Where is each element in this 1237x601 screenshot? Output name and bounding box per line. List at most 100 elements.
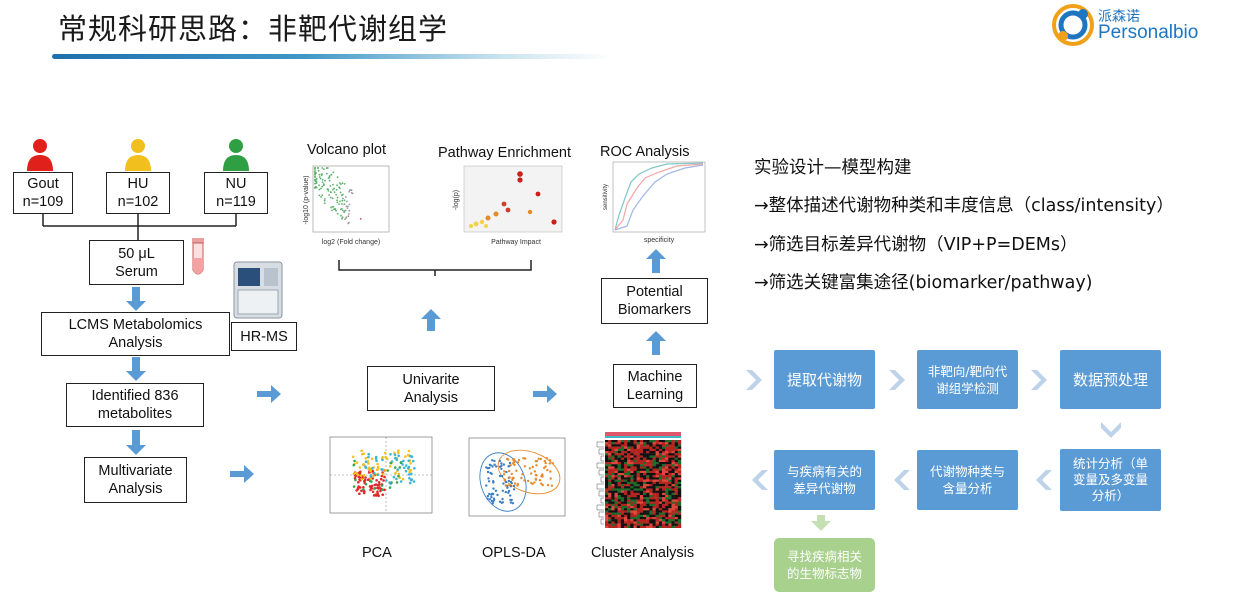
hrms-label: HR-MS bbox=[240, 328, 288, 345]
heatmap-cell bbox=[624, 473, 628, 476]
heatmap-cell bbox=[617, 501, 622, 504]
heatmap-cell bbox=[665, 490, 669, 493]
heatmap-cell bbox=[630, 488, 634, 491]
heatmap-cell bbox=[655, 473, 660, 476]
heatmap-cell bbox=[671, 488, 675, 491]
heatmap-cell bbox=[643, 523, 647, 526]
plot-point bbox=[321, 178, 324, 181]
step-detect-line2: 谢组学检测 bbox=[936, 380, 999, 396]
plot-point bbox=[523, 465, 527, 468]
heatmap-cell bbox=[668, 510, 672, 513]
plot-point bbox=[505, 457, 509, 461]
arrow-down-icon bbox=[126, 430, 146, 455]
plot-point bbox=[411, 459, 415, 463]
heatmap-cell bbox=[620, 490, 625, 493]
heatmap-cell bbox=[665, 484, 669, 487]
heatmap-cell bbox=[636, 475, 641, 478]
heatmap-cell bbox=[624, 464, 628, 467]
pathway-plot: Pathway Impact -log(p) bbox=[453, 165, 563, 246]
heatmap-cell bbox=[611, 464, 615, 467]
heatmap-cell bbox=[624, 523, 628, 526]
plot-point bbox=[492, 487, 495, 490]
heatmap-cell bbox=[671, 501, 675, 504]
heatmap-cell bbox=[630, 464, 634, 467]
plot-point bbox=[385, 479, 388, 482]
heatmap-cell bbox=[668, 479, 672, 482]
heatmap-cell bbox=[614, 446, 618, 449]
heatmap-cell bbox=[608, 492, 612, 496]
plot-point bbox=[348, 209, 351, 212]
plot-point bbox=[354, 471, 358, 475]
heatmap-cell bbox=[620, 440, 625, 443]
heatmap-cell bbox=[677, 455, 682, 458]
plot-point bbox=[360, 449, 363, 453]
plot-point bbox=[537, 457, 540, 460]
heatmap-cell bbox=[671, 490, 675, 493]
heatmap-cell bbox=[643, 488, 647, 491]
heatmap-cell bbox=[652, 457, 656, 460]
heatmap-cell bbox=[627, 462, 631, 465]
plot-point bbox=[324, 179, 326, 182]
plot-point bbox=[509, 464, 512, 467]
heatmap-cell bbox=[636, 446, 641, 449]
heatmap-cell bbox=[674, 519, 679, 522]
heatmap-cell bbox=[617, 486, 622, 489]
univariate-line2: Analysis bbox=[404, 389, 458, 406]
heatmap-cell bbox=[655, 484, 660, 487]
heatmap-cell bbox=[668, 523, 672, 526]
heatmap-cell bbox=[658, 486, 663, 489]
plot-point bbox=[318, 194, 321, 197]
heatmap-cell bbox=[636, 462, 641, 465]
plot-point bbox=[375, 459, 378, 463]
heatmap-cell bbox=[643, 466, 647, 469]
heatmap-cell bbox=[652, 497, 656, 500]
heatmap-cell bbox=[655, 470, 660, 474]
heatmap-cell bbox=[627, 519, 631, 522]
plot-point bbox=[357, 480, 360, 484]
heatmap-cell bbox=[649, 510, 653, 513]
heatmap-cell bbox=[605, 486, 609, 489]
heatmap-cell bbox=[655, 459, 660, 463]
heatmap-cell bbox=[665, 517, 669, 520]
cluster-heatmap bbox=[596, 432, 682, 528]
heatmap-cell bbox=[611, 503, 615, 507]
heatmap-cell bbox=[636, 473, 641, 476]
heatmap-cell bbox=[614, 495, 618, 498]
machine-learning-box: Machine Learning bbox=[613, 364, 697, 408]
step-detect-line1: 非靶向/靶向代 bbox=[927, 363, 1008, 379]
plot-point bbox=[535, 464, 538, 467]
heatmap-cell bbox=[674, 501, 679, 504]
heatmap-cell bbox=[620, 514, 625, 518]
heatmap-cell bbox=[617, 517, 622, 520]
heatmap-cell bbox=[646, 473, 650, 476]
heatmap-cell bbox=[677, 466, 682, 469]
plot-point bbox=[363, 479, 366, 483]
roc-title: ROC Analysis bbox=[600, 144, 690, 160]
heatmap-cell bbox=[639, 514, 644, 518]
logo-en-text: Personalbio bbox=[1098, 22, 1199, 43]
plot-point bbox=[486, 497, 489, 500]
heatmap-cell bbox=[668, 514, 672, 518]
heatmap-cell bbox=[674, 444, 679, 447]
heatmap-cell bbox=[630, 523, 634, 526]
heatmap-cell bbox=[636, 484, 641, 487]
plot-point bbox=[339, 200, 341, 203]
heatmap-cell bbox=[649, 470, 653, 474]
chevron-right-icon bbox=[746, 370, 762, 390]
step-biomarker: 寻找疾病相关 的生物标志物 bbox=[774, 538, 875, 592]
heatmap-cell bbox=[636, 453, 641, 456]
heatmap-cell bbox=[611, 499, 615, 502]
heatmap-cell bbox=[643, 473, 647, 476]
heatmap-cell bbox=[620, 506, 625, 509]
heatmap-cell bbox=[617, 481, 622, 485]
heatmap-cell bbox=[652, 455, 656, 458]
heatmap-cell bbox=[665, 481, 669, 485]
heatmap-cell bbox=[633, 521, 637, 524]
plot-point bbox=[485, 215, 491, 221]
plot-point bbox=[314, 168, 316, 170]
plot-point bbox=[531, 465, 534, 469]
heatmap-cell bbox=[627, 490, 631, 493]
plot-point bbox=[376, 490, 379, 493]
dendrogram-branch bbox=[598, 511, 604, 518]
heatmap-cell bbox=[633, 455, 637, 458]
